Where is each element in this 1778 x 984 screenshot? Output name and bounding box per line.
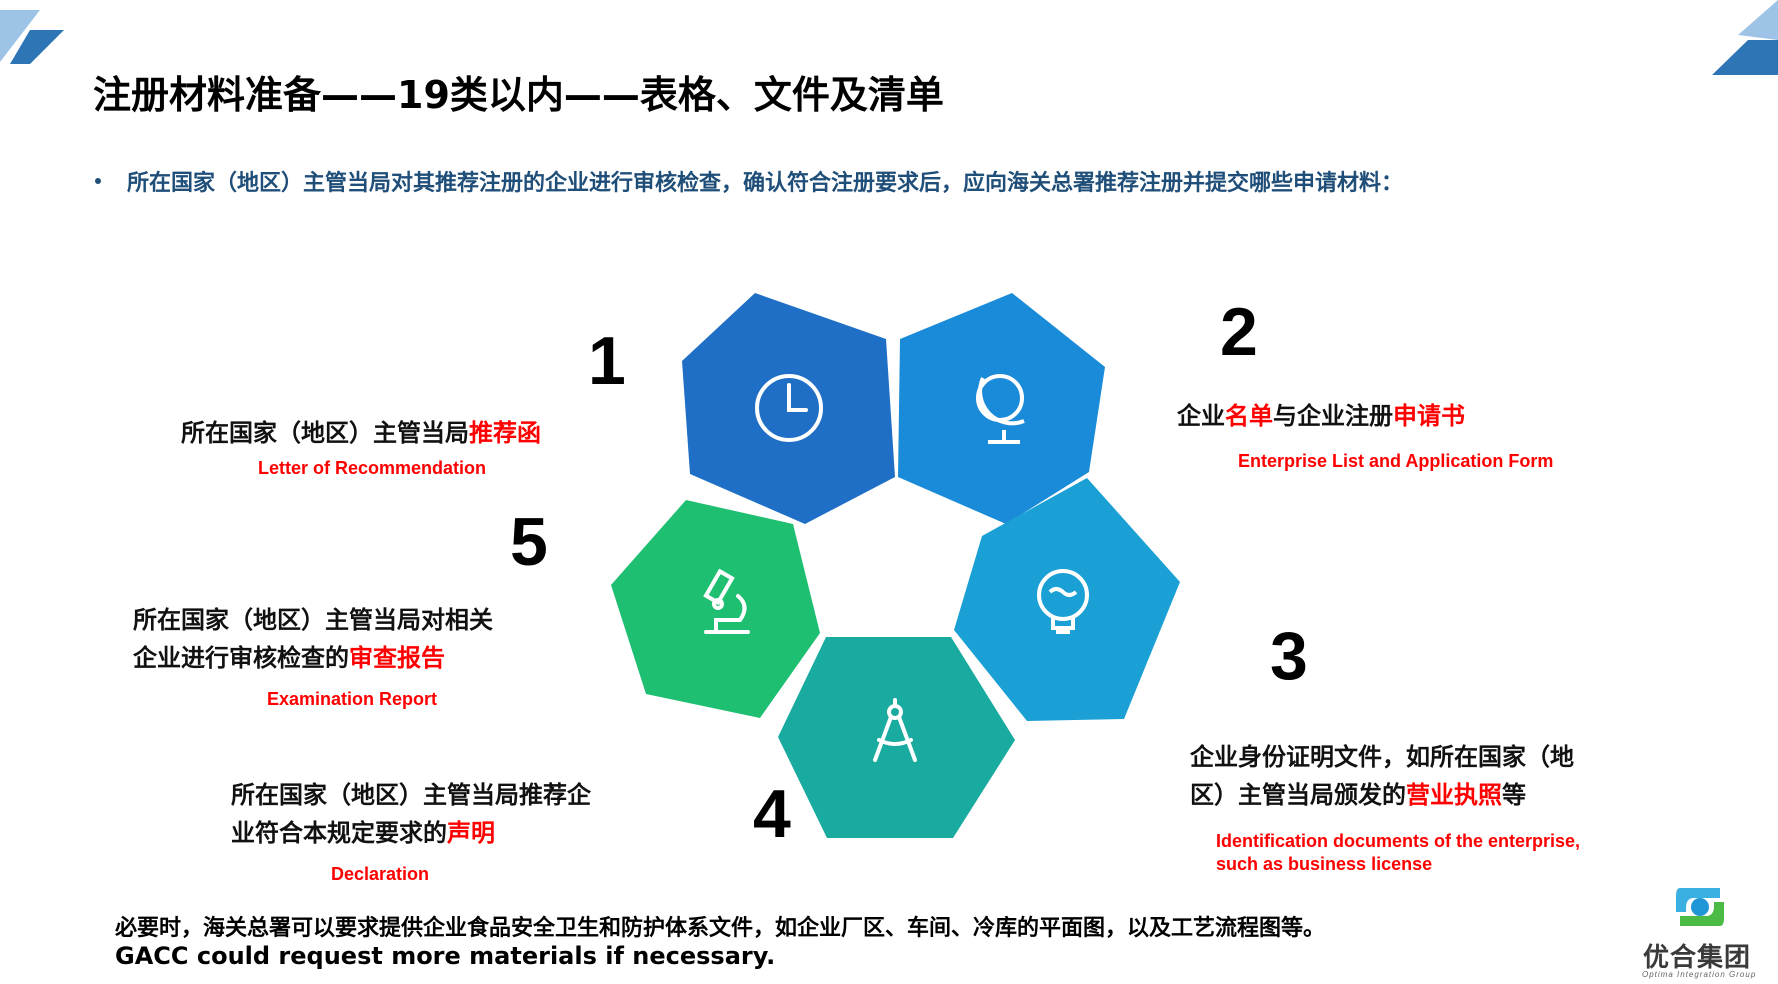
item-number-2: 2	[1220, 294, 1258, 370]
corner-decoration-right	[1712, 0, 1778, 75]
clock-icon	[755, 374, 823, 442]
item-4-english: Declaration	[331, 864, 430, 884]
company-logo-icon	[1676, 888, 1724, 926]
item-5-english: Examination Report	[267, 689, 438, 709]
item-number-1: 1	[588, 323, 626, 399]
item-2-text: 企业名单与企业注册申请书	[1177, 402, 1465, 430]
footer-note-chinese: 必要时，海关总署可以要求提供企业食品安全卫生和防护体系文件，如企业厂区、车间、冷…	[115, 916, 1326, 941]
item-2-english: Enterprise List and Application Form	[1238, 451, 1554, 471]
company-logo-subtitle: Optima Integration Group	[1642, 970, 1757, 979]
hexagon-diagram	[611, 293, 1180, 838]
item-1-english: Letter of Recommendation	[258, 458, 487, 478]
bullet-dot	[95, 178, 101, 184]
item-3-english: Identification documents of the enterpri…	[1216, 831, 1581, 874]
item-number-5: 5	[510, 504, 548, 580]
intro-bullet: 所在国家（地区）主管当局对其推荐注册的企业进行审核检查，确认符合注册要求后，应向…	[95, 165, 1403, 197]
compass-icon	[873, 698, 917, 762]
globe-icon	[976, 374, 1025, 444]
corner-decoration-left	[0, 10, 64, 64]
hexagon-bulb	[954, 478, 1180, 721]
item-5-text: 所在国家（地区）主管当局对相关 企业进行审核检查的审查报告	[133, 606, 493, 672]
item-4-text: 所在国家（地区）主管当局推荐企 业符合本规定要求的声明	[231, 781, 591, 847]
company-logo-name: 优合集团	[1643, 943, 1752, 973]
hexagon-compass	[778, 637, 1015, 838]
item-number-3: 3	[1270, 618, 1308, 694]
footer-note-english: GACC could request more materials if nec…	[115, 942, 776, 970]
microscope-icon	[703, 568, 750, 634]
item-1-keyword: 推荐函	[469, 419, 541, 447]
lightbulb-icon	[1037, 569, 1089, 634]
item-number-4: 4	[753, 776, 791, 852]
hexagon-globe	[898, 293, 1105, 524]
item-3-text: 企业身份证明文件，如所在国家（地 区）主管当局颁发的营业执照等	[1190, 743, 1574, 809]
intro-text: 所在国家（地区）主管当局对其推荐注册的企业进行审核检查，确认符合注册要求后，应向…	[127, 171, 1404, 196]
item-1-text: 所在国家（地区）主管当局推荐函	[181, 419, 541, 447]
page-title: 注册材料准备——19类以内——表格、文件及清单	[93, 73, 944, 117]
